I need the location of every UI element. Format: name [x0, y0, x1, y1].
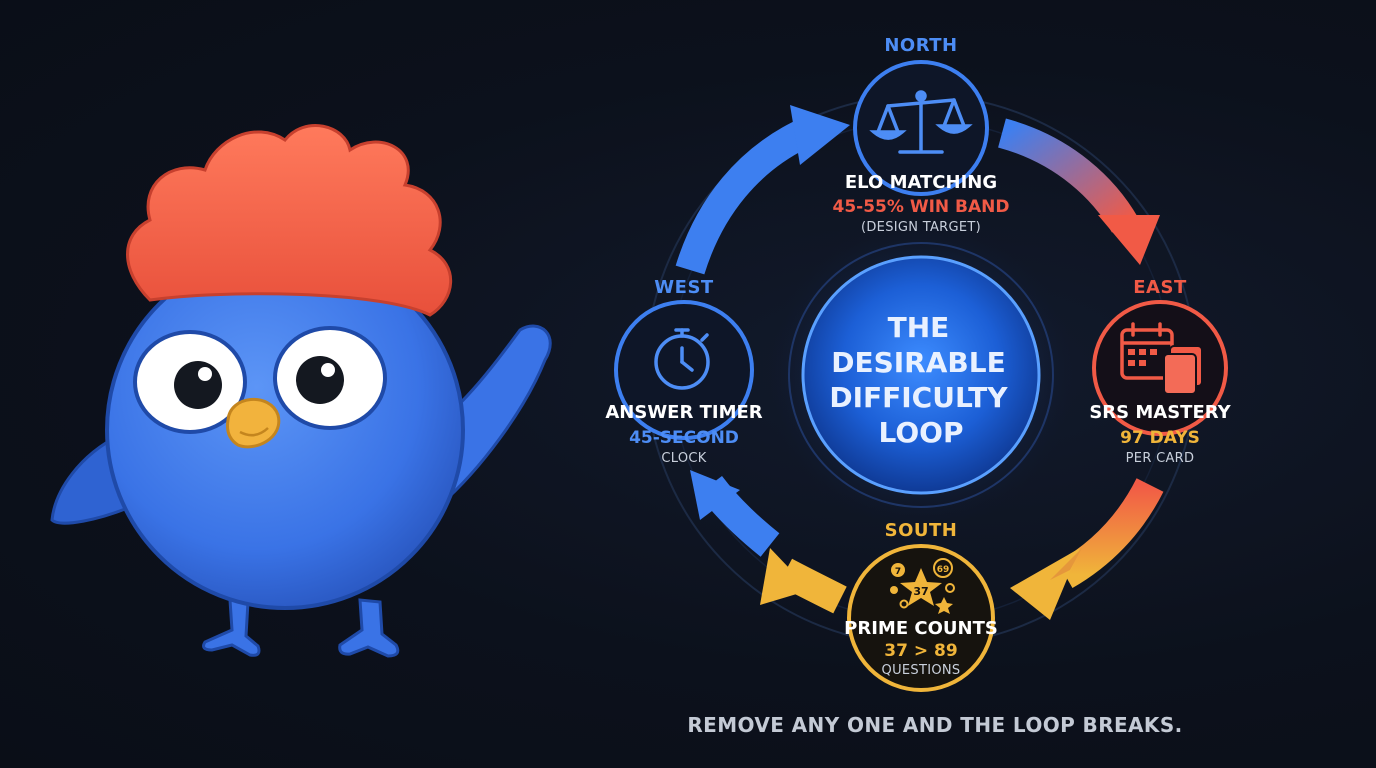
east-title: SRS MASTERY: [1089, 402, 1231, 423]
arrow-north-to-east: [997, 118, 1160, 265]
north-metric: 45-55% WIN BAND: [833, 197, 1010, 217]
south-metric: 37 > 89: [884, 641, 957, 661]
scales-icon: [869, 90, 973, 154]
mascot-crest: [126, 124, 453, 317]
calendar-cards-icon: [1120, 322, 1203, 395]
south-direction-label: SOUTH: [885, 520, 958, 541]
core-outer-ring: [788, 242, 1054, 508]
arrow-south-to-west-gold: [760, 548, 847, 614]
icon-number-7: 7: [895, 567, 901, 577]
core-line-2: DESIRABLE: [831, 346, 1006, 379]
south-node-circle: [847, 544, 995, 692]
core-line-1: THE: [888, 311, 950, 344]
west-metric: 45-SECOND: [629, 428, 739, 448]
node-west: WEST ANSWER TIMER 45-SECOND CLOCK: [605, 277, 762, 466]
east-metric: 97 DAYS: [1120, 428, 1200, 448]
icon-number-69: 69: [937, 565, 950, 575]
east-direction-label: EAST: [1133, 277, 1187, 298]
east-note: PER CARD: [1126, 451, 1195, 466]
core-title: THE DESIRABLE DIFFICULTY LOOP: [829, 311, 1012, 449]
south-note: QUESTIONS: [882, 663, 961, 678]
mascot-beak: [226, 398, 281, 449]
feet: [202, 598, 400, 658]
west-direction-label: WEST: [654, 277, 714, 298]
node-east: EAST SRS MASTERY 97 DAYS PER CARD: [1089, 277, 1231, 466]
number-balls-icon: 37 69 7: [890, 558, 955, 614]
mascot-eyes: [133, 326, 387, 434]
stopwatch-icon: [654, 328, 710, 390]
west-node-circle: [614, 300, 754, 440]
node-south: SOUTH 37 69 7 PRIME COUNTS 37 > 89 QUEST…: [844, 520, 998, 692]
arrow-east-to-south: [1010, 478, 1164, 620]
north-direction-label: NORTH: [884, 35, 957, 56]
north-title: ELO MATCHING: [845, 172, 997, 193]
core-line-3: DIFFICULTY: [829, 381, 1008, 414]
icon-number-37: 37: [913, 585, 928, 598]
north-note: (DESIGN TARGET): [861, 220, 981, 235]
footer-caption: REMOVE ANY ONE AND THE LOOP BREAKS.: [687, 713, 1182, 737]
west-title: ANSWER TIMER: [605, 402, 762, 423]
south-title: PRIME COUNTS: [844, 618, 998, 639]
arrow-south-to-west-blue: [690, 470, 780, 557]
arrow-west-to-north: [675, 105, 850, 275]
west-note: CLOCK: [661, 451, 706, 466]
blue-bird-mascot: [50, 124, 552, 658]
east-node-circle: [1092, 300, 1228, 436]
node-north: NORTH ELO MATCHING 45-55% WIN BAND (DESI…: [833, 35, 1010, 235]
core-circle: [801, 255, 1041, 495]
core-line-4: LOOP: [879, 416, 964, 449]
